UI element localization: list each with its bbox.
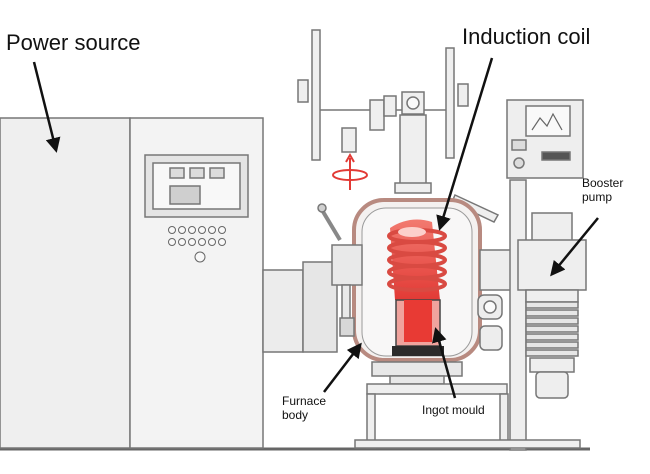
top-frame	[297, 29, 500, 223]
pump-bellows	[525, 301, 579, 357]
rotation-symbol	[332, 152, 368, 190]
arrow-power-source	[32, 61, 61, 153]
arrow-ingot-mould	[432, 327, 457, 399]
label-ingot-mould: Ingot mould	[422, 403, 485, 417]
side-valve-assembly	[317, 203, 363, 337]
induction-coil	[387, 219, 447, 300]
arrow-furnace-body	[323, 342, 362, 393]
arrow-booster-pump	[550, 217, 599, 277]
connector-block	[262, 261, 338, 353]
base-frame	[354, 383, 581, 449]
arrow-induction-coil	[436, 57, 494, 231]
annotation-arrows	[32, 57, 599, 399]
label-induction-coil: Induction coil	[462, 24, 591, 49]
label-furnace-body: Furnace body	[282, 394, 327, 422]
label-power-source: Power source	[6, 30, 141, 55]
ingot-mould	[392, 299, 444, 356]
power-source-cabinet	[0, 117, 264, 449]
booster-pump	[506, 99, 587, 451]
label-booster-pump: Booster pump	[582, 176, 624, 204]
control-buttons	[168, 226, 226, 263]
